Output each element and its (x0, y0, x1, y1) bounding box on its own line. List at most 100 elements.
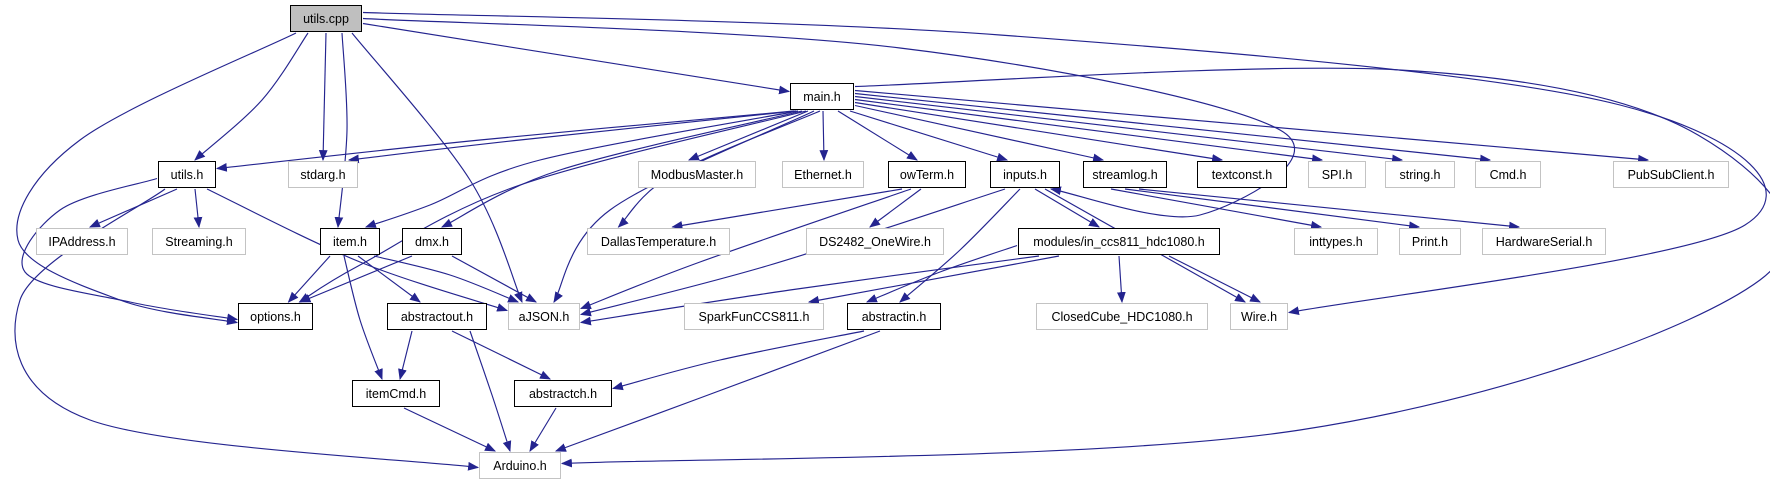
edge-main_h-to-pubsub (854, 89, 1650, 164)
graph-node-label: aJSON.h (518, 309, 570, 324)
edge-modules-to-closedcube (1116, 255, 1126, 304)
graph-node-label: PubSubClient.h (1627, 167, 1715, 182)
graph-node-label: inttypes.h (1309, 234, 1363, 249)
graph-node-sparkfun: SparkFunCCS811.h (684, 303, 824, 330)
edge-utils_cpp-to-item (334, 32, 348, 229)
edge-utils_h-to-ipaddress (88, 188, 178, 228)
edge-main_h-to-spi (854, 98, 1324, 164)
edge-modules-to-sparkfun (807, 255, 1060, 305)
graph-node-item[interactable]: item.h (320, 228, 380, 255)
graph-node-owterm[interactable]: owTerm.h (888, 161, 966, 188)
graph-node-wire: Wire.h (1230, 303, 1288, 330)
graph-node-inttypes: inttypes.h (1294, 228, 1378, 255)
edge-utils_cpp-to-ajson (351, 32, 523, 304)
graph-node-label: streamlog.h (1092, 167, 1158, 182)
graph-node-utils_h[interactable]: utils.h (158, 161, 216, 188)
graph-node-arduino: Arduino.h (479, 452, 561, 479)
edge-streamlog-to-inttypes (1110, 188, 1323, 230)
edge-abstractin-to-arduino (554, 330, 881, 452)
graph-node-abstractout[interactable]: abstractout.h (387, 303, 487, 330)
graph-node-options[interactable]: options.h (238, 303, 313, 330)
graph-node-modules[interactable]: modules/in_ccs811_hdc1080.h (1018, 228, 1220, 255)
edge-itemcmd-to-arduino (403, 407, 496, 452)
edge-modules-to-wire (1168, 255, 1261, 303)
graph-node-label: textconst.h (1211, 167, 1273, 182)
edge-main_h-to-options (298, 110, 807, 303)
graph-node-label: stdarg.h (300, 167, 346, 182)
edge-owterm-to-ajson (579, 188, 912, 310)
edge-main_h-to-dmx (441, 110, 803, 228)
edge-owterm-to-dallas (671, 188, 903, 230)
edge-utils_cpp-to-utils_h (194, 32, 309, 161)
graph-node-print: Print.h (1399, 228, 1461, 255)
edge-modules-to-ajson (579, 255, 1040, 326)
edge-main_h-to-arduino (560, 67, 1770, 468)
edge-utils_h-to-options (21, 177, 239, 323)
edge-item-to-itemcmd (343, 255, 383, 381)
graph-node-textconst[interactable]: textconst.h (1197, 161, 1287, 188)
graph-node-label: owTerm.h (899, 167, 955, 182)
graph-node-label: Arduino.h (493, 458, 547, 473)
edge-abstractout-to-itemcmd (398, 330, 413, 381)
graph-node-label: DallasTemperature.h (600, 234, 717, 249)
graph-node-streamlog[interactable]: streamlog.h (1083, 161, 1167, 188)
graph-node-label: Wire.h (1240, 309, 1278, 324)
edge-streamlog-to-hwserial (1138, 188, 1521, 231)
graph-node-label: Cmd.h (1489, 167, 1527, 182)
graph-node-label: abstractch.h (528, 386, 598, 401)
edge-main_h-to-textconst (854, 101, 1224, 163)
graph-node-label: abstractin.h (861, 309, 927, 324)
graph-node-itemcmd[interactable]: itemCmd.h (352, 380, 440, 407)
graph-node-abstractin[interactable]: abstractin.h (847, 303, 941, 330)
graph-node-spi: SPI.h (1308, 161, 1366, 188)
graph-node-label: abstractout.h (400, 309, 474, 324)
edge-dmx-to-ajson (451, 255, 537, 303)
edge-main_h-to-utils_h (215, 110, 795, 172)
graph-node-string_h: string.h (1385, 161, 1455, 188)
graph-node-abstractch[interactable]: abstractch.h (514, 380, 612, 407)
edge-main_h-to-item (364, 110, 799, 228)
graph-node-dallas: DallasTemperature.h (587, 228, 730, 255)
edge-main_h-to-string_h (854, 95, 1404, 164)
graph-node-label: string.h (1399, 167, 1441, 182)
edge-abstractch-to-arduino (529, 407, 557, 452)
graph-node-inputs[interactable]: inputs.h (990, 161, 1060, 188)
edge-inputs-to-ajson (579, 188, 1006, 317)
graph-node-label: SparkFunCCS811.h (698, 309, 810, 324)
graph-node-label: utils.h (170, 167, 204, 182)
graph-node-main_h[interactable]: main.h (790, 83, 854, 110)
edge-abstractout-to-arduino (469, 330, 512, 453)
graph-node-modbus: ModbusMaster.h (638, 161, 756, 188)
graph-node-label: inputs.h (1003, 167, 1047, 182)
graph-node-cmd: Cmd.h (1475, 161, 1541, 188)
graph-node-label: HardwareSerial.h (1495, 234, 1593, 249)
graph-node-dmx[interactable]: dmx.h (402, 228, 462, 255)
graph-node-label: Streaming.h (165, 234, 233, 249)
graph-node-streaming: Streaming.h (152, 228, 246, 255)
graph-node-label: Ethernet.h (794, 167, 852, 182)
edge-utils_h-to-streaming (193, 188, 203, 229)
edge-owterm-to-ds2482 (869, 188, 922, 228)
graph-node-pubsub: PubSubClient.h (1613, 161, 1729, 188)
edge-modules-to-abstractin (865, 244, 1018, 303)
graph-node-label: main.h (803, 89, 841, 104)
edge-utils_cpp-to-stdarg (318, 32, 328, 162)
edge-main_h-to-modbus (687, 110, 809, 161)
graph-node-ipaddress: IPAddress.h (36, 228, 128, 255)
graph-node-label: SPI.h (1321, 167, 1353, 182)
edge-streamlog-to-print (1124, 188, 1421, 231)
graph-node-label: IPAddress.h (48, 234, 116, 249)
edge-item-to-abstractout (357, 255, 421, 303)
edge-inputs-to-abstractin (899, 188, 1021, 303)
graph-node-ajson: aJSON.h (508, 303, 580, 330)
graph-node-label: itemCmd.h (365, 386, 427, 401)
edge-main_h-to-streamlog (854, 104, 1105, 163)
edge-item-to-options (287, 255, 331, 303)
edge-main_h-to-ajson (553, 110, 815, 303)
graph-node-ds2482: DS2482_OneWire.h (806, 228, 944, 255)
graph-node-hwserial: HardwareSerial.h (1482, 228, 1606, 255)
graph-node-label: Print.h (1411, 234, 1449, 249)
graph-node-ethernet: Ethernet.h (782, 161, 864, 188)
